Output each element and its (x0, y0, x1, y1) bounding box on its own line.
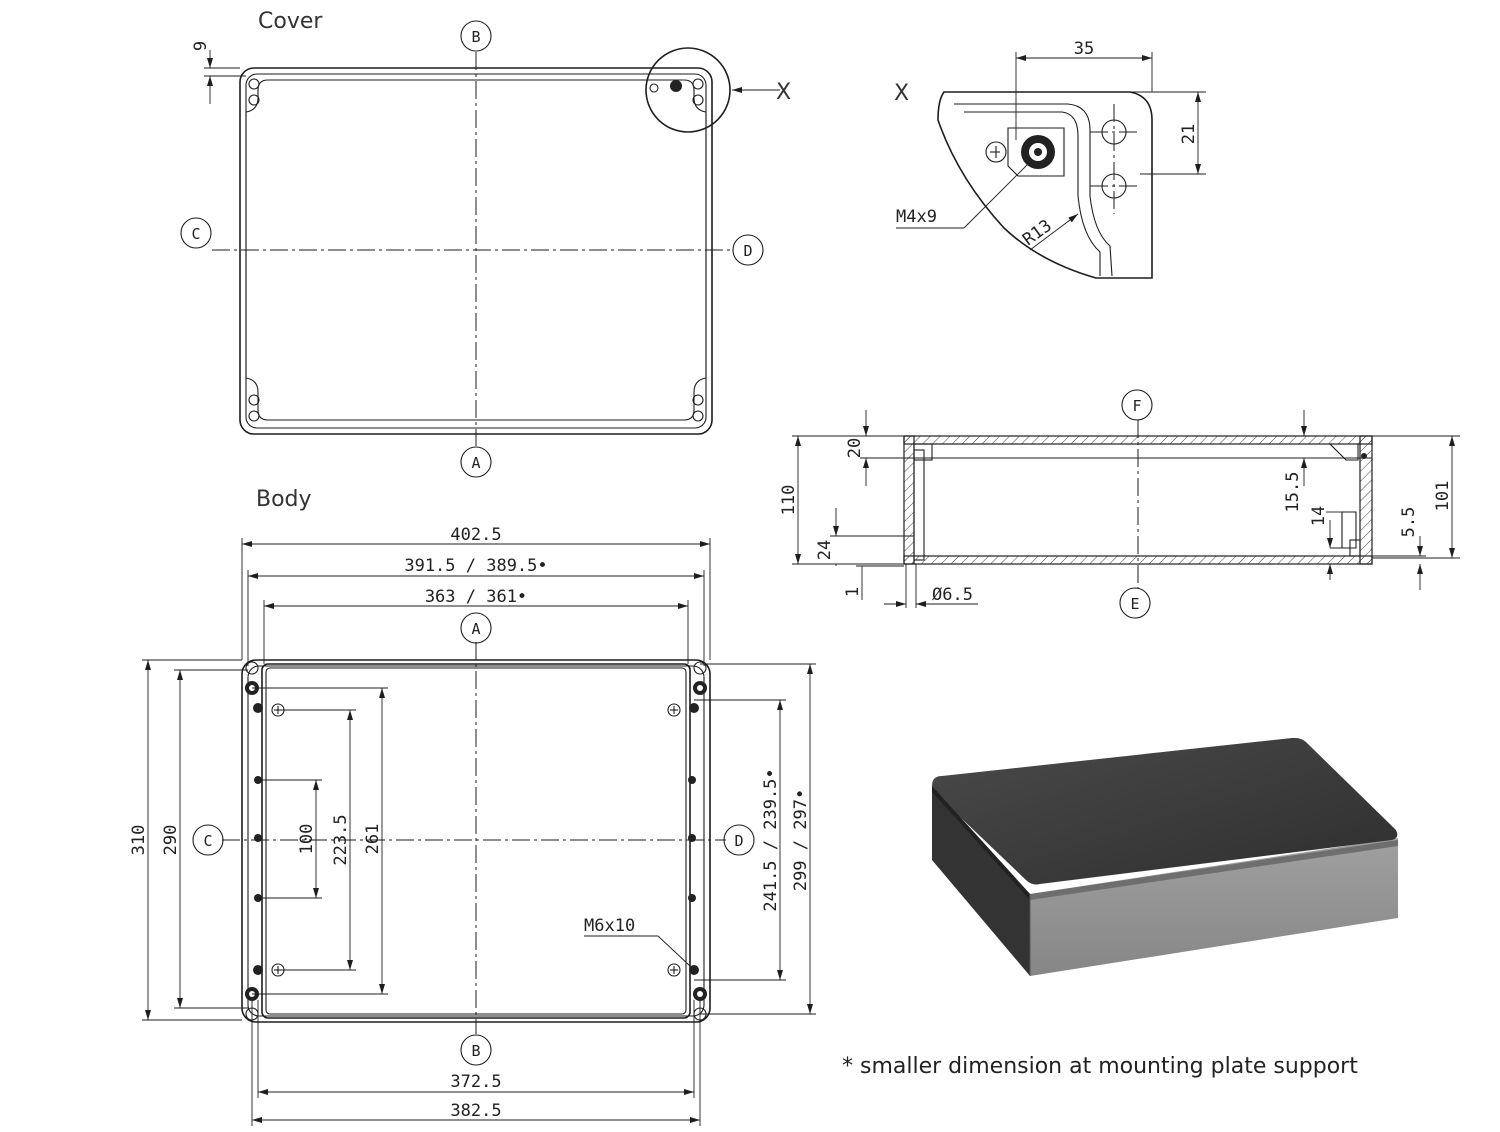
dim-height-241: 241.5 / 239.5• (761, 768, 781, 911)
body-screw-label: M6x10 (584, 916, 635, 936)
svg-text:D: D (734, 832, 743, 850)
body-title: Body (256, 487, 312, 512)
cover-view: Cover X 9 B A C D (180, 9, 791, 478)
render-top-face (932, 737, 1398, 885)
dim-cover-edge: 9 (191, 41, 211, 51)
detail-corner-outline (937, 91, 1153, 279)
dim-section-20: 20 (845, 438, 865, 458)
svg-text:E: E (1130, 595, 1139, 613)
dim-height-290: 290 (161, 825, 181, 856)
dim-height-223: 223.5 (331, 814, 351, 865)
dim-height-261: 261 (363, 824, 383, 855)
detail-boss (1007, 127, 1065, 177)
detail-x-view: X 35 21 M4x9 R13 (894, 39, 1206, 279)
bubble-d-cover: D (732, 234, 764, 266)
svg-text:B: B (471, 1042, 480, 1060)
bubble-b-body: B (460, 1034, 492, 1066)
dim-inner-width: 391.5 / 389.5• (404, 556, 547, 576)
mounting-plate-screws (271, 703, 681, 977)
body-screw-leader (657, 935, 691, 967)
section-view: F E 110 20 24 1 Ø6.5 15.5 14 (779, 389, 1460, 619)
dim-height-100: 100 (297, 824, 317, 855)
bubble-d-body: D (723, 824, 755, 856)
footnote: * smaller dimension at mounting plate su… (842, 1054, 1358, 1079)
bubble-b-cover: B (460, 20, 492, 52)
detail-title: X (894, 81, 909, 106)
dim-section-110: 110 (779, 485, 799, 516)
svg-text:A: A (471, 454, 480, 472)
detail-callout-circle (645, 47, 731, 133)
dim-section-1: 1 (843, 587, 863, 597)
enclosure-render (932, 737, 1398, 976)
render-left-face (932, 786, 1030, 976)
thread-label: M4x9 (896, 207, 937, 227)
svg-text:F: F (1132, 397, 1141, 415)
body-corner-screws (245, 661, 707, 1021)
bubble-e: E (1119, 587, 1151, 619)
svg-text:C: C (191, 225, 200, 243)
cover-screws (248, 78, 704, 422)
section-right-wall (1359, 435, 1373, 565)
bubble-a-body: A (460, 612, 492, 644)
bubble-c-body: C (192, 824, 224, 856)
ground-symbol-icon (985, 141, 1007, 163)
body-view: Body A B C D (129, 487, 816, 1126)
dim-section-hole: Ø6.5 (932, 585, 973, 605)
dim-detail-height: 21 (1179, 124, 1199, 144)
svg-text:D: D (743, 242, 752, 260)
bubble-a-cover: A (460, 446, 492, 478)
side-rib-points (254, 776, 696, 902)
bubble-f: F (1121, 389, 1153, 421)
detail-groove-outer (954, 103, 1113, 277)
dim-section-14: 14 (1309, 506, 1329, 526)
cover-title: Cover (258, 9, 323, 34)
dim-plate-width: 363 / 361• (425, 587, 527, 607)
render-front-face (1030, 838, 1398, 976)
thread-leader (963, 161, 1031, 229)
detail-marker-label: X (776, 80, 791, 105)
svg-text:B: B (471, 28, 480, 46)
dim-height-299: 299 / 297• (791, 789, 811, 891)
dim-detail-width: 35 (1074, 39, 1094, 59)
svg-text:A: A (471, 620, 480, 638)
dim-section-55: 5.5 (1399, 507, 1419, 538)
dim-overall-width: 402.5 (450, 525, 501, 545)
dim-bottom-width-2: 382.5 (450, 1101, 501, 1121)
section-left-wall (903, 435, 915, 565)
bubble-c-cover: C (180, 217, 212, 249)
dim-section-24: 24 (815, 540, 835, 560)
dim-bottom-width-1: 372.5 (450, 1072, 501, 1092)
dim-section-15: 15.5 (1283, 472, 1303, 513)
svg-text:C: C (203, 832, 212, 850)
dim-section-101: 101 (1433, 481, 1453, 512)
dim-overall-height: 310 (129, 825, 149, 856)
radius-leader (1029, 213, 1079, 251)
detail-groove-inner (964, 111, 1101, 276)
